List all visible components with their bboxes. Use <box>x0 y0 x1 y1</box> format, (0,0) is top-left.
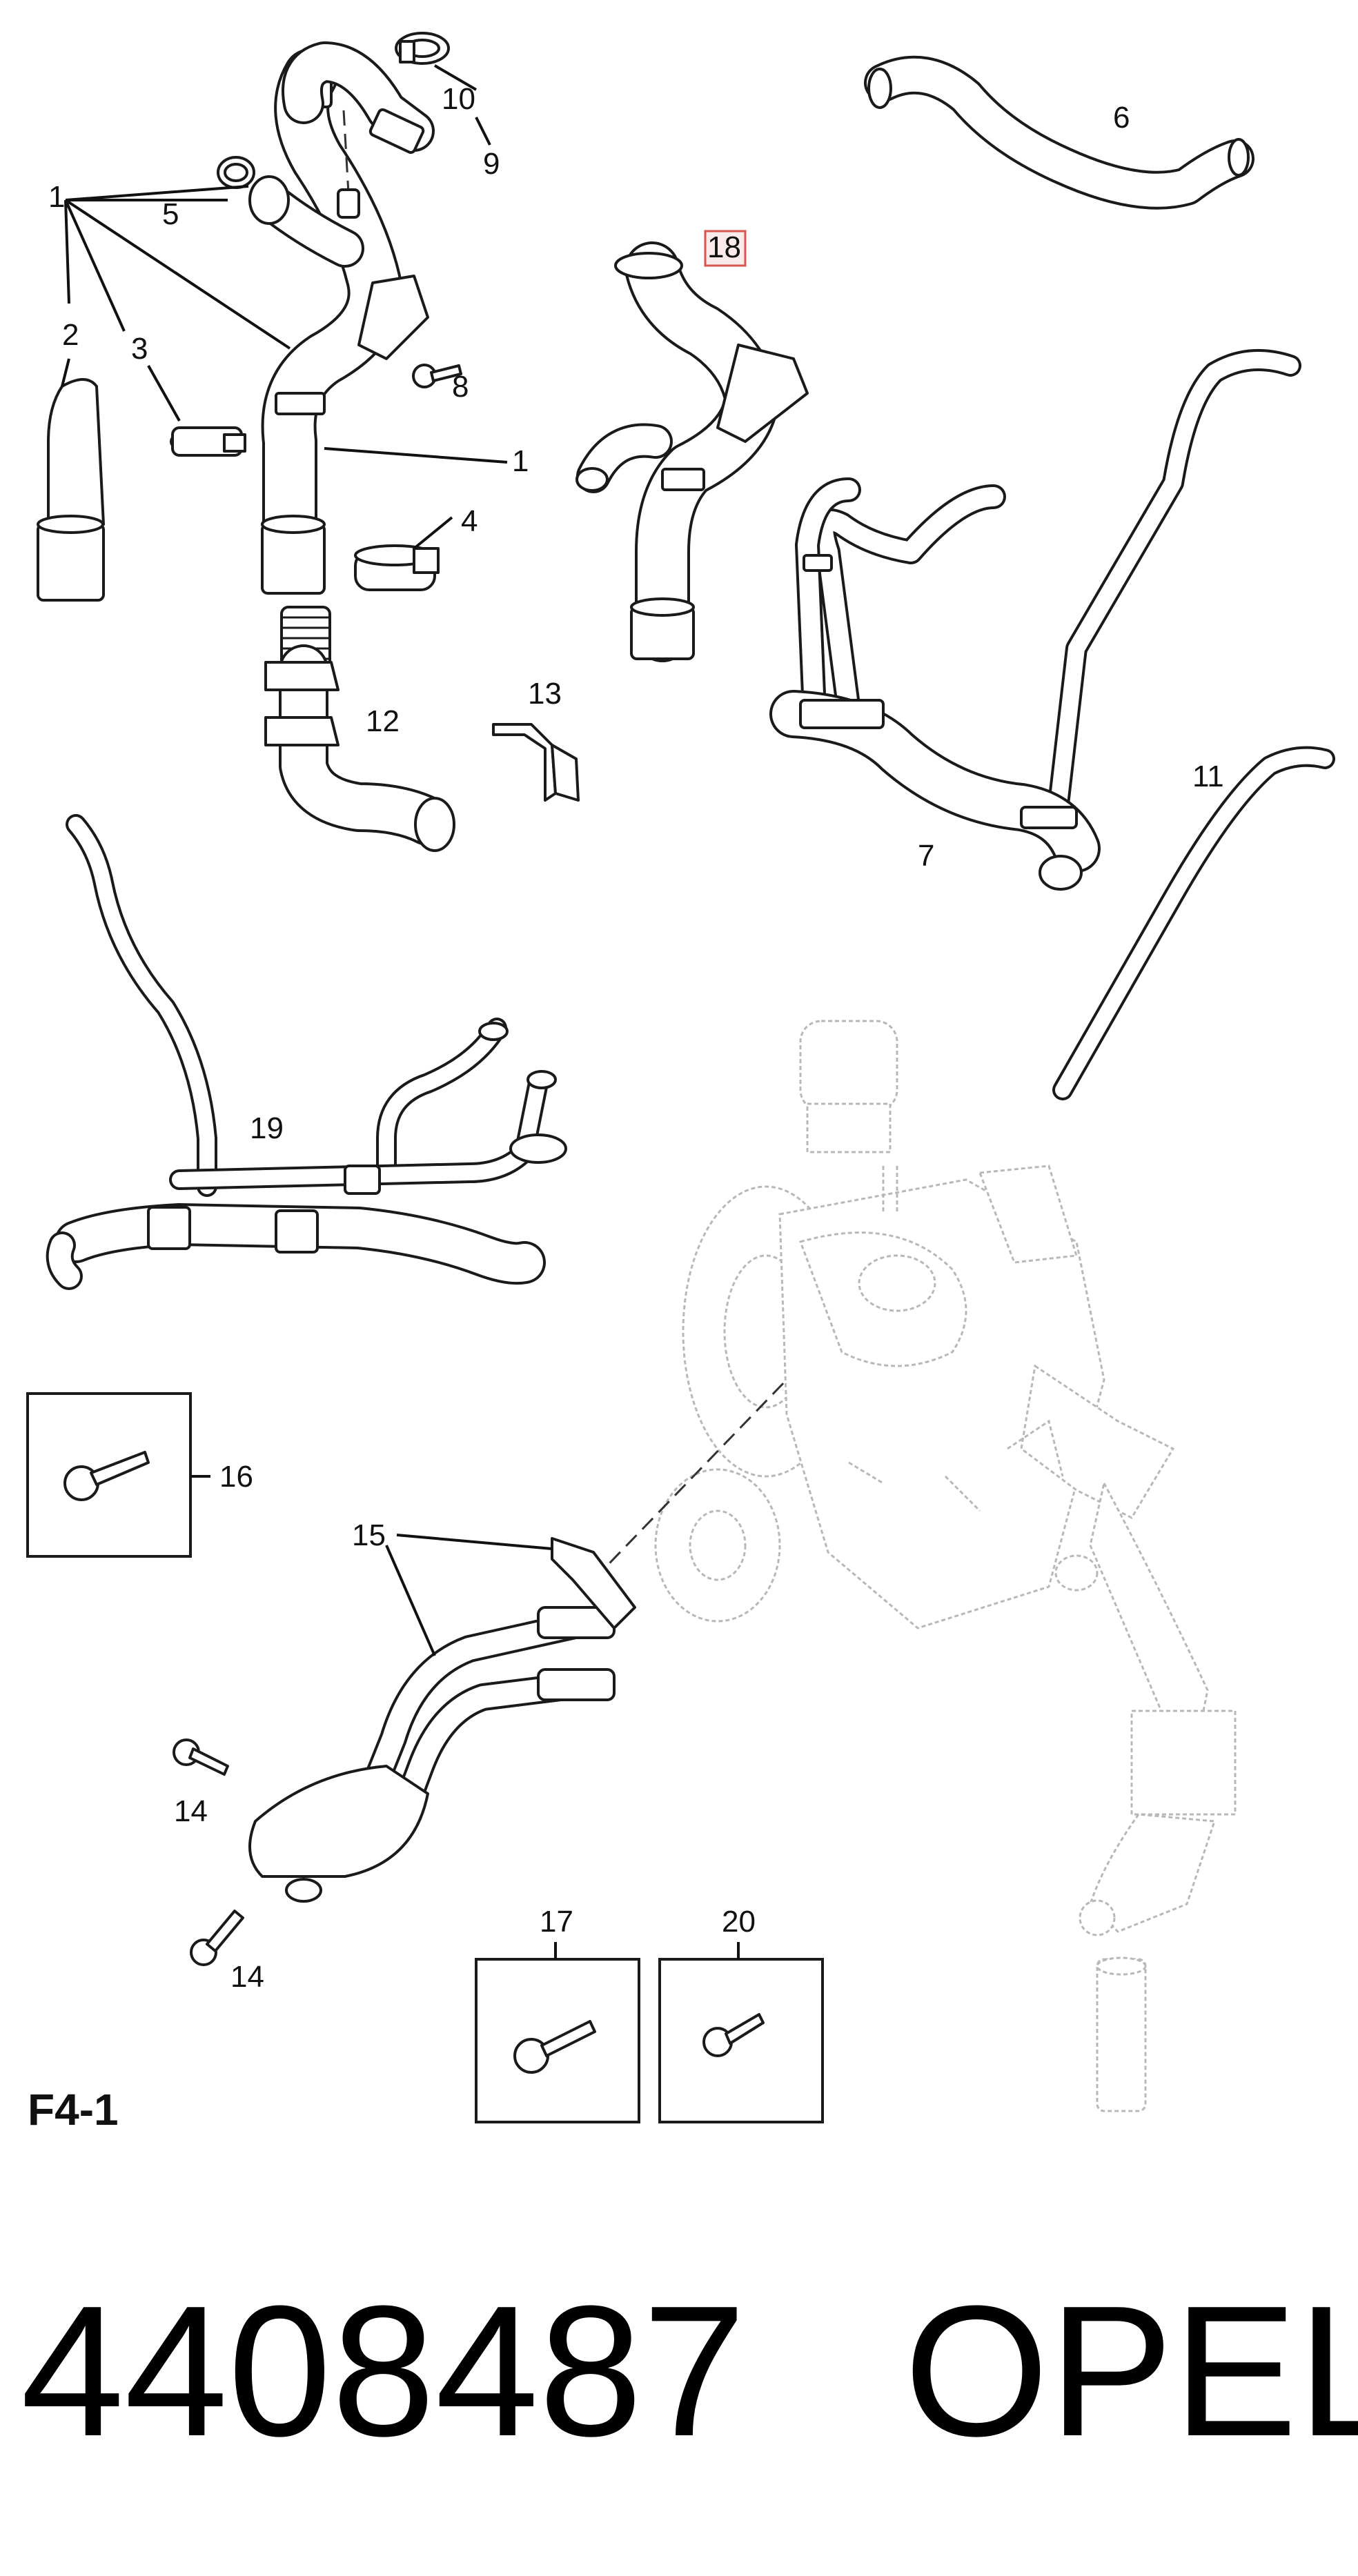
part-2-hose <box>37 378 105 602</box>
part-6-hose <box>864 55 1254 210</box>
part-1-upper-section <box>282 41 435 154</box>
callout-12: 12 <box>366 704 400 738</box>
callout-16: 16 <box>219 1460 253 1494</box>
callout-11: 11 <box>1192 760 1224 793</box>
part-7-hose-assembly <box>769 349 1301 891</box>
turbocharger-assembly-ghost <box>654 1020 1237 2112</box>
part-15-coolant-pipe-flange <box>248 1537 636 1903</box>
part-14-bolt-lower <box>190 1910 244 1966</box>
callout-9: 9 <box>483 147 500 181</box>
callout-4: 4 <box>461 504 478 538</box>
part-20-box <box>658 1958 824 2123</box>
part-4-clamp <box>354 544 440 591</box>
part-3-clamp <box>170 426 246 457</box>
leader-lines <box>61 64 740 1959</box>
callout-14-lower: 14 <box>230 1960 264 1994</box>
callout-19: 19 <box>250 1111 284 1145</box>
part-number: 4408487 <box>21 2268 746 2475</box>
part-17-box <box>475 1958 640 2123</box>
part-12-coolant-pipe <box>264 606 455 852</box>
part-8-bolt <box>412 364 462 388</box>
part-10-hose-clamp <box>395 32 450 65</box>
part-18-coolant-hose <box>575 241 809 662</box>
callout-14-upper: 14 <box>174 1794 208 1828</box>
part-13-bracket <box>492 723 580 802</box>
callout-3: 3 <box>131 332 148 366</box>
callout-8: 8 <box>452 370 469 404</box>
callout-labels: 1 1 2 3 4 5 6 7 8 9 10 11 12 13 14 14 15… <box>48 82 1224 1994</box>
hose-fitting-nipple <box>337 188 360 219</box>
brand-name: OPEL <box>904 2268 1358 2475</box>
callout-1-upper: 1 <box>48 180 65 214</box>
callout-5: 5 <box>162 197 179 231</box>
section-label: F4-1 <box>28 2085 119 2134</box>
part-19-hose-assembly <box>46 814 567 1290</box>
part-14-bolt-upper <box>173 1738 229 1776</box>
part-16-box <box>26 1392 192 1558</box>
callout-10: 10 <box>442 82 475 116</box>
part-18-highlight-box <box>704 230 747 267</box>
callout-18: 18 <box>707 230 741 264</box>
callout-13: 13 <box>528 677 562 711</box>
part-11-hose <box>1052 746 1335 1100</box>
callout-17: 17 <box>540 1905 573 1939</box>
callout-20: 20 <box>722 1905 756 1939</box>
callout-1-lower: 1 <box>512 444 529 478</box>
part-1-radiator-hose <box>248 48 429 595</box>
callout-6: 6 <box>1113 101 1130 135</box>
callout-2: 2 <box>62 318 79 352</box>
callout-15: 15 <box>352 1518 386 1552</box>
callout-7: 7 <box>918 839 934 873</box>
